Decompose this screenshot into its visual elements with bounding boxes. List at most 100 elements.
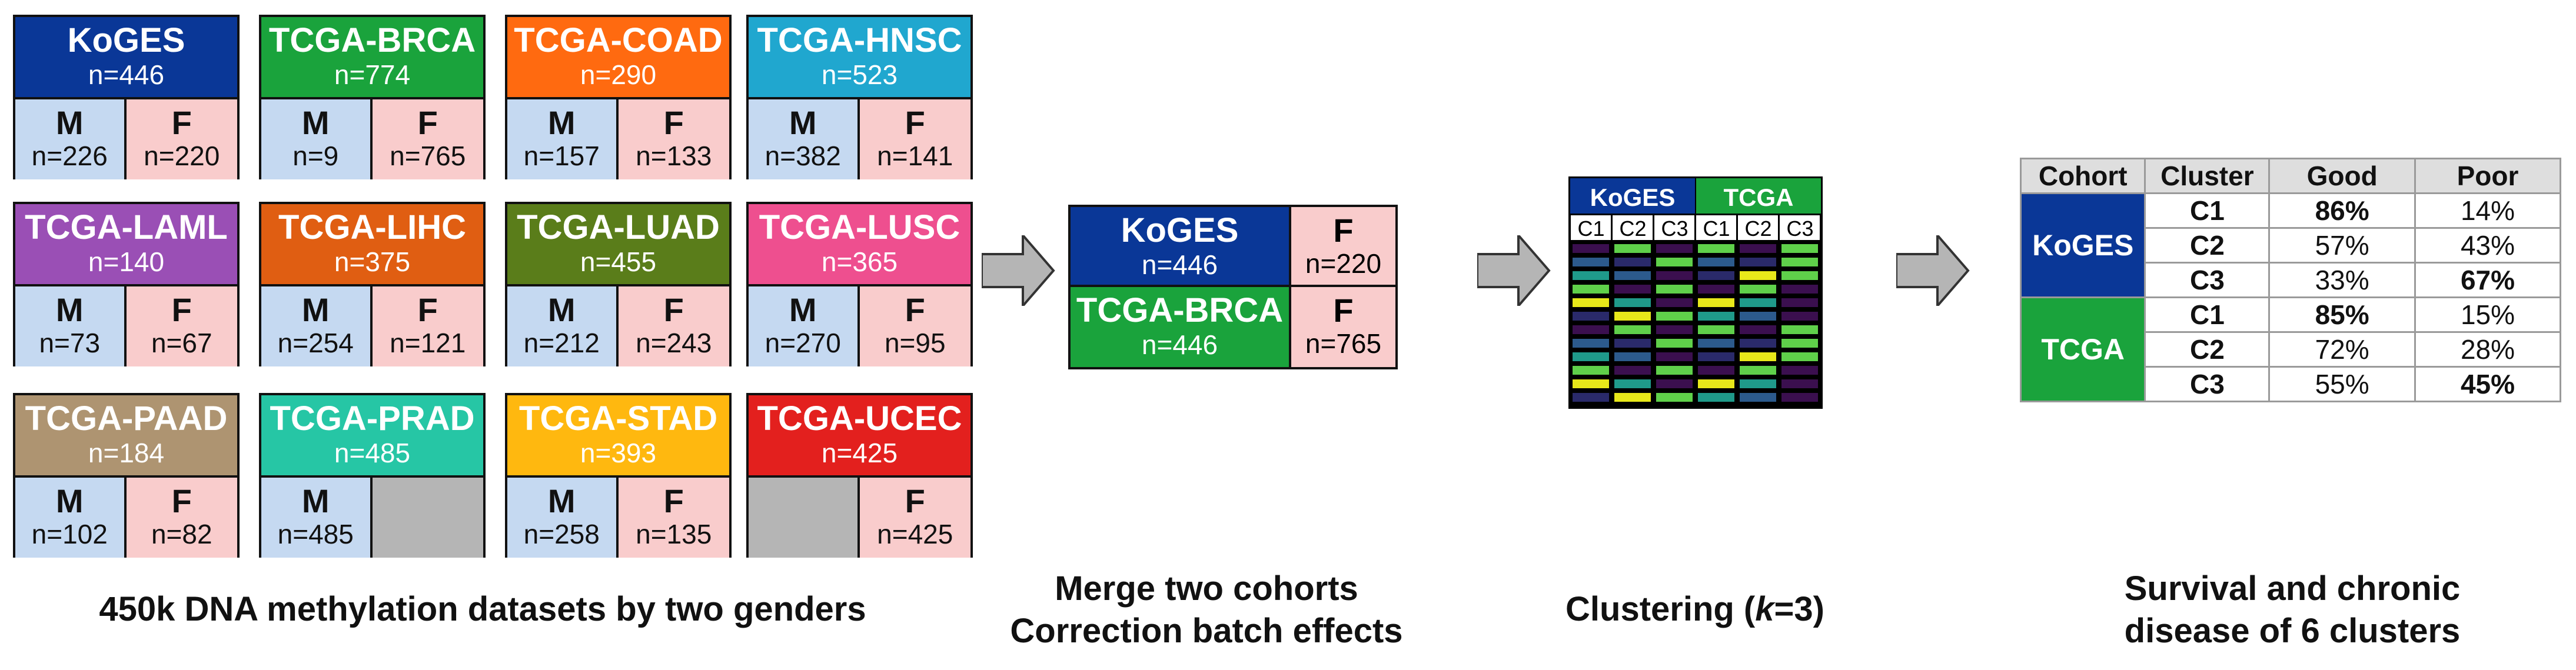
- female-count: n=95: [884, 328, 946, 358]
- cluster-label: C1: [1577, 216, 1604, 241]
- heatmap-cell: [1614, 366, 1651, 375]
- heatmap-cell: [1573, 379, 1609, 388]
- merged-koges: KoGES n=446: [1071, 207, 1291, 287]
- heatmap-cell: [1698, 325, 1734, 334]
- heatmap-cell: [1698, 244, 1734, 253]
- heatmap-cell: [1656, 298, 1693, 307]
- cluster-label: C1: [1703, 216, 1730, 241]
- male-count: n=270: [765, 328, 841, 358]
- heatmap-cell: [1781, 312, 1818, 321]
- cohort-count: n=485: [334, 438, 411, 468]
- heatmap-cell: [1698, 298, 1734, 307]
- heatmap-cell: [1740, 312, 1776, 321]
- male-count: n=212: [523, 328, 600, 358]
- cohort-count: n=774: [334, 59, 411, 90]
- table-good-cell: 33%: [2268, 262, 2416, 298]
- heatmap-cell: [1698, 312, 1734, 321]
- survival-caption: Survival and chronic disease of 6 cluste…: [2025, 568, 2560, 652]
- heatmap-cell: [1573, 271, 1609, 280]
- female-count: n=243: [636, 328, 712, 358]
- heatmap-cell: [1781, 258, 1818, 266]
- merge-caption: Merge two cohorts Correction batch effec…: [965, 568, 1448, 652]
- heatmap-tcga-label: TCGA: [1724, 184, 1794, 211]
- heatmap-cell: [1656, 393, 1693, 402]
- clustering-caption-k: k: [1755, 590, 1774, 628]
- heatmap-cell: [1740, 352, 1776, 361]
- cohort-name: TCGA-HNSC: [757, 21, 962, 59]
- male-count: n=382: [765, 141, 841, 171]
- heatmap-cell: [1656, 366, 1693, 375]
- table-good-cell: 86%: [2268, 192, 2416, 229]
- heatmap-cell: [1656, 258, 1693, 266]
- male-count: n=102: [31, 519, 108, 549]
- merge-caption-line2: Correction batch effects: [1010, 612, 1403, 650]
- merged-koges-female: F n=220: [1291, 207, 1395, 287]
- female-count: n=135: [636, 519, 712, 549]
- heatmap-cell: [1740, 285, 1776, 294]
- male-count: n=226: [31, 141, 108, 171]
- table-cluster-cell: C1: [2144, 192, 2271, 229]
- cohort-name: TCGA-LAML: [25, 208, 228, 246]
- female-count: n=82: [151, 519, 212, 549]
- heatmap-background: [1568, 176, 1823, 409]
- table-good-cell: 72%: [2268, 331, 2416, 368]
- female-label: F: [1333, 292, 1354, 329]
- cohort-count: n=184: [88, 438, 165, 468]
- male-count: n=485: [277, 519, 354, 549]
- female-count: n=765: [390, 141, 466, 171]
- table-good-cell: 55%: [2268, 366, 2416, 402]
- merged-koges-name: KoGES: [1121, 211, 1239, 249]
- heatmap-cell: [1740, 379, 1776, 388]
- table-poor-cell: 14%: [2414, 192, 2562, 229]
- heatmap-cell: [1740, 325, 1776, 334]
- heatmap-cell: [1740, 244, 1776, 253]
- female-count: n=765: [1305, 328, 1382, 359]
- table-cohort-cell: TCGA: [2019, 296, 2146, 402]
- heatmap-cell: [1781, 298, 1818, 307]
- heatmap-cell: [1698, 285, 1734, 294]
- cluster-label: C2: [1744, 216, 1771, 241]
- cohort-name: TCGA-LUSC: [759, 208, 960, 246]
- male-label: M: [547, 291, 576, 328]
- female-label: F: [171, 482, 192, 519]
- female-label: F: [1333, 212, 1354, 249]
- heatmap-cell: [1614, 244, 1651, 253]
- merged-brca-name: TCGA-BRCA: [1076, 291, 1284, 329]
- heatmap-cell: [1781, 339, 1818, 348]
- cohort-name: TCGA-STAD: [518, 399, 718, 438]
- heatmap-cell: [1656, 352, 1693, 361]
- male-cell: [749, 478, 860, 558]
- female-count: n=133: [636, 141, 712, 171]
- cohort-count: n=393: [580, 438, 657, 468]
- heatmap-cell: [1781, 393, 1818, 402]
- female-count: n=141: [877, 141, 953, 171]
- cohort-name: TCGA-UCEC: [757, 399, 962, 438]
- female-count: n=220: [1305, 248, 1382, 279]
- female-label: F: [663, 482, 684, 519]
- table-cluster-cell: C2: [2144, 331, 2271, 368]
- heatmap-cell: [1781, 325, 1818, 334]
- heatmap-cell: [1781, 352, 1818, 361]
- female-label: F: [171, 291, 192, 328]
- heatmap-cell: [1740, 393, 1776, 402]
- merge-caption-line1: Merge two cohorts: [1055, 569, 1358, 608]
- survival-caption-line1: Survival and chronic: [2124, 569, 2461, 608]
- heatmap-cell: [1573, 312, 1609, 321]
- male-count: n=73: [39, 328, 101, 358]
